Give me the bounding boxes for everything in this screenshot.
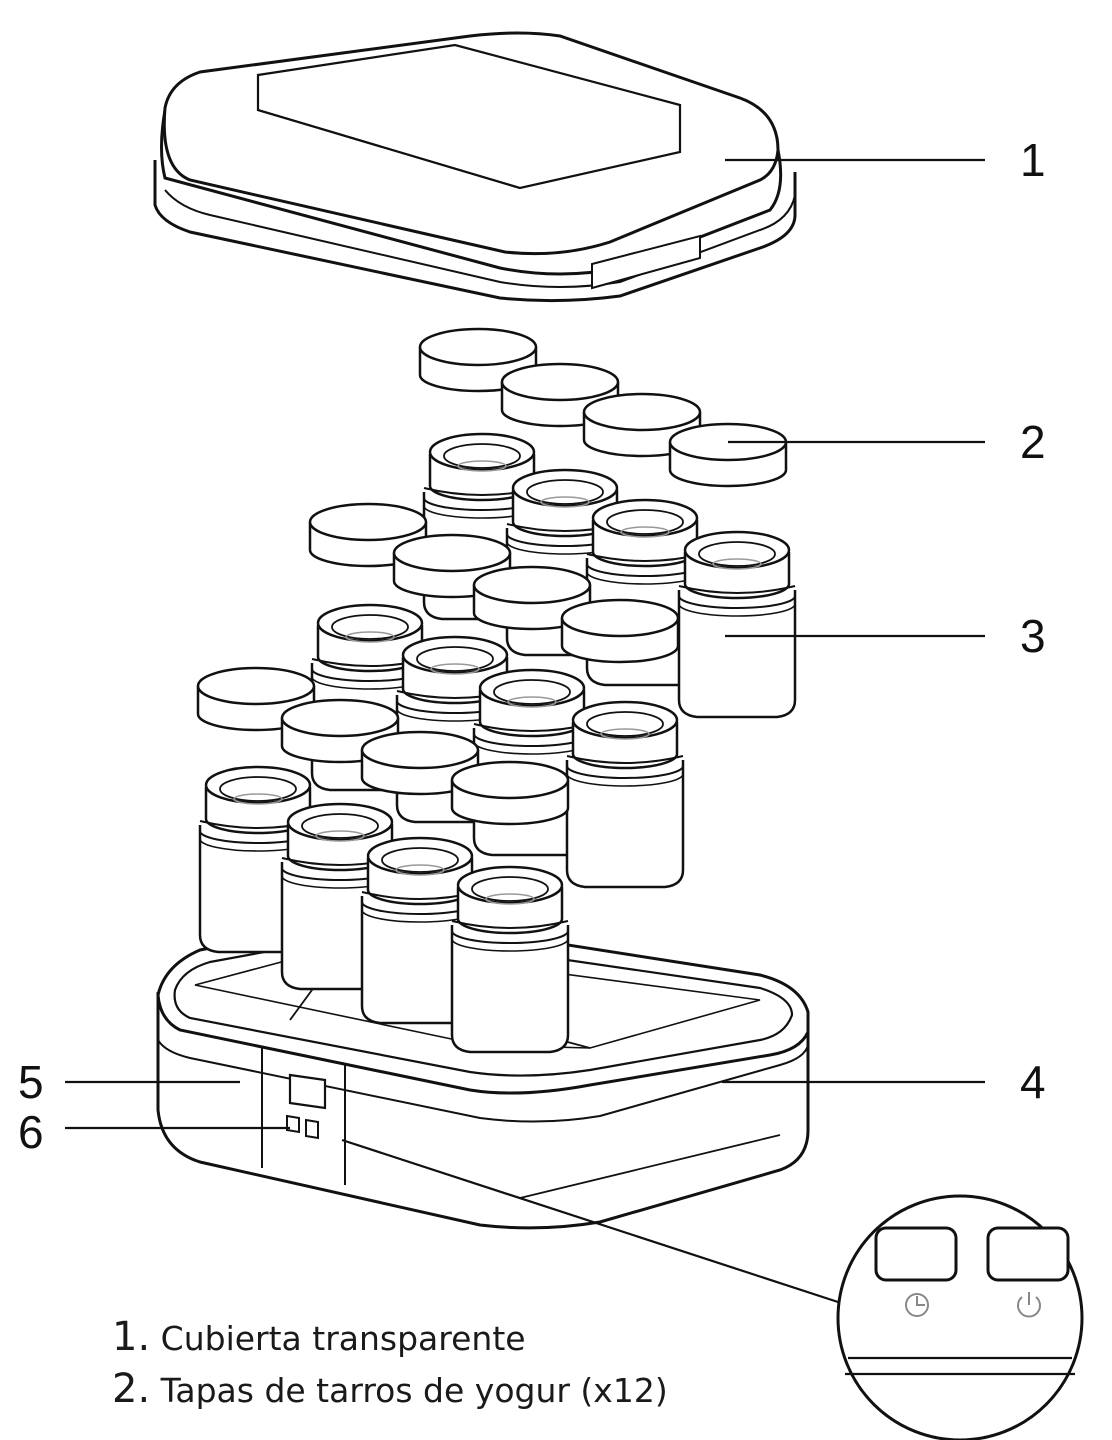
legend-number: 1. <box>112 1314 151 1360</box>
jar <box>677 530 797 719</box>
callout-numbers: 1 2 3 4 5 6 <box>18 134 1046 1158</box>
jar <box>450 865 570 1054</box>
jar <box>565 700 685 889</box>
callout-2: 2 <box>1020 416 1046 468</box>
inset-power-button <box>986 1226 1070 1282</box>
lid <box>560 598 680 664</box>
control-panel-inset <box>836 1194 1084 1440</box>
clock-icon <box>905 1293 929 1317</box>
leader-inset <box>341 1138 839 1304</box>
power-icon <box>1017 1292 1041 1318</box>
legend-item: 2. Tapas de tarros de yogur (x12) <box>112 1364 668 1416</box>
lid <box>668 422 788 488</box>
lid <box>450 760 570 826</box>
parts-legend: 1. Cubierta transparente 2. Tapas de tar… <box>112 1312 668 1416</box>
legend-item: 1. Cubierta transparente <box>112 1312 668 1364</box>
display-screen <box>288 1073 327 1110</box>
transparent-cover <box>153 31 797 303</box>
legend-number: 2. <box>112 1366 151 1412</box>
timer-button <box>286 1114 300 1134</box>
power-button <box>305 1118 319 1140</box>
leader-lines <box>65 158 985 1304</box>
callout-4: 4 <box>1020 1056 1046 1108</box>
callout-5: 5 <box>18 1056 44 1108</box>
callout-1: 1 <box>1020 134 1046 186</box>
legend-text: Cubierta transparente <box>160 1319 526 1358</box>
callout-3: 3 <box>1020 610 1046 662</box>
callout-6: 6 <box>18 1106 44 1158</box>
inset-timer-button <box>874 1226 958 1282</box>
legend-text: Tapas de tarros de yogur (x12) <box>160 1371 668 1410</box>
